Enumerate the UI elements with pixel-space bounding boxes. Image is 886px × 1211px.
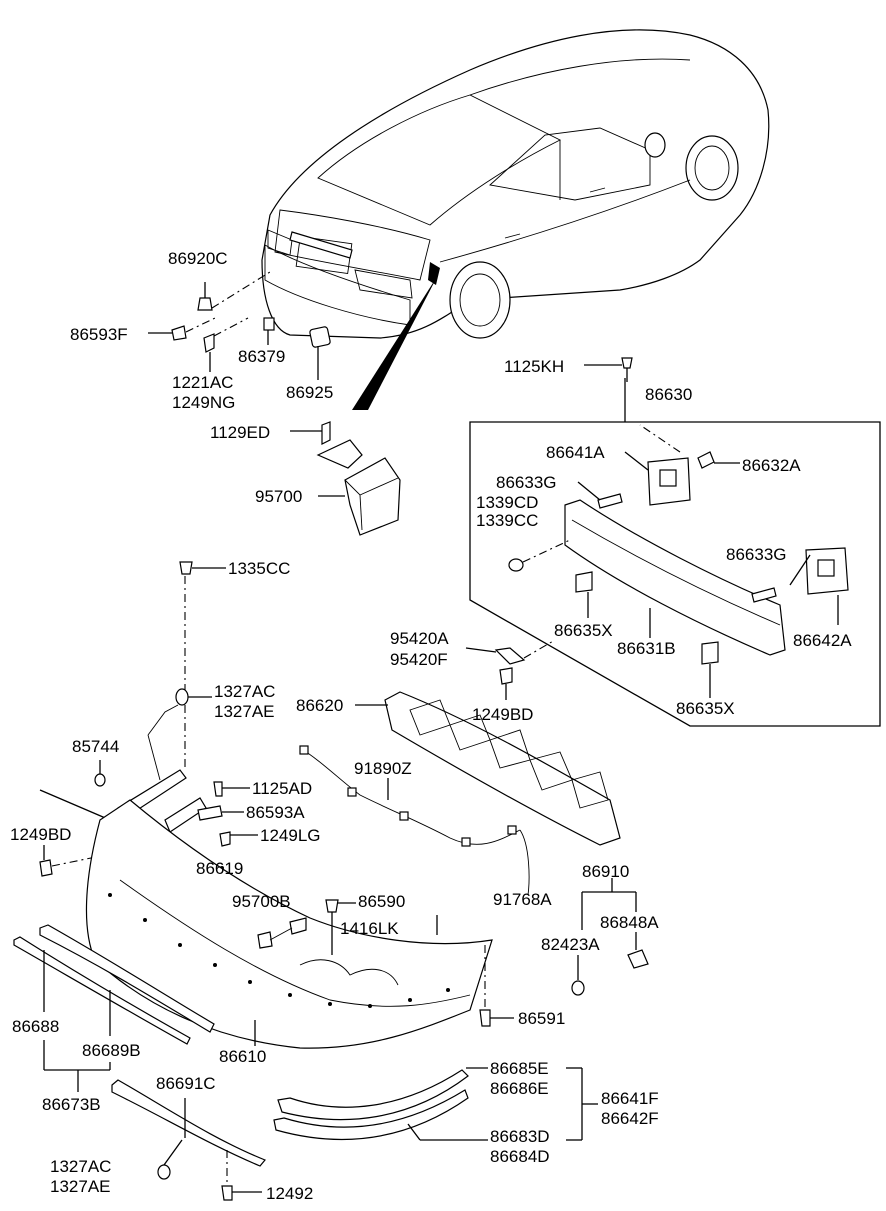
module-95700 (290, 421, 401, 536)
label-86591: 86591 (518, 1009, 565, 1028)
label-86619: 86619 (196, 859, 243, 878)
label-86920C: 86920C (168, 249, 228, 268)
label-1339CC: 1339CC (476, 511, 538, 530)
label-1327AC-top: 1327AC (214, 682, 275, 701)
label-86691C: 86691C (156, 1074, 216, 1093)
label-1327AE-bottom: 1327AE (50, 1177, 111, 1196)
label-12492: 12492 (266, 1184, 313, 1203)
label-91890Z: 91890Z (354, 759, 412, 778)
label-86683D: 86683D (490, 1127, 550, 1146)
label-86910: 86910 (582, 862, 629, 881)
reinforcement-group (469, 357, 881, 727)
tow-hook-cover-group (571, 878, 649, 996)
label-86590: 86590 (358, 892, 405, 911)
license-plate-fittings (148, 271, 331, 380)
label-1249BD-left: 1249BD (10, 825, 71, 844)
label-86686E: 86686E (490, 1079, 549, 1098)
label-86689B: 86689B (82, 1041, 141, 1060)
callout-labels: 86920C 86593F 86379 1221AC 1249NG 86925 … (10, 249, 852, 1203)
bumper-strips (13, 924, 215, 1092)
label-95420F: 95420F (390, 650, 448, 669)
label-1129ED: 1129ED (210, 423, 270, 442)
label-85744: 85744 (72, 737, 119, 756)
label-95420A: 95420A (390, 629, 449, 648)
label-86632A: 86632A (742, 456, 801, 475)
label-86379: 86379 (238, 347, 285, 366)
energy-absorber (355, 691, 621, 846)
label-1249BD-right: 1249BD (472, 705, 533, 724)
label-1249LG: 1249LG (260, 826, 321, 845)
label-86610: 86610 (219, 1047, 266, 1066)
label-86633G-right: 86633G (726, 545, 787, 564)
label-91768A: 91768A (493, 890, 552, 909)
label-86620: 86620 (296, 696, 343, 715)
vehicle-illustration (261, 29, 770, 410)
label-86635X-bottom: 86635X (676, 699, 735, 718)
label-1339CD: 1339CD (476, 493, 538, 512)
lower-bracket (111, 1079, 266, 1201)
label-1416LK: 1416LK (340, 919, 399, 938)
label-1249NG: 1249NG (172, 393, 235, 412)
label-86593A: 86593A (246, 803, 305, 822)
label-86631B: 86631B (617, 639, 676, 658)
label-86642F: 86642F (601, 1109, 659, 1128)
label-82423A: 82423A (541, 935, 600, 954)
bumper-cover (85, 799, 514, 1049)
label-86593F: 86593F (70, 325, 128, 344)
label-86635X-mid: 86635X (554, 621, 613, 640)
label-86925: 86925 (286, 383, 333, 402)
label-95700: 95700 (255, 487, 302, 506)
upper-fasteners (175, 561, 226, 770)
label-1327AE-top: 1327AE (214, 702, 275, 721)
label-86673B: 86673B (42, 1095, 101, 1114)
wiring-harness (299, 745, 530, 896)
label-86848A: 86848A (600, 913, 659, 932)
sensor-bracket (465, 639, 556, 700)
label-1335CC: 1335CC (228, 559, 290, 578)
label-86641A: 86641A (546, 443, 605, 462)
bumper-dots (108, 893, 450, 1008)
label-86633G-top: 86633G (496, 473, 557, 492)
label-1327AC-bottom: 1327AC (50, 1157, 111, 1176)
moldings (273, 1067, 598, 1141)
label-1221AC: 1221AC (172, 373, 233, 392)
label-95700B: 95700B (232, 892, 291, 911)
label-86641F: 86641F (601, 1089, 659, 1108)
label-1125KH: 1125KH (504, 357, 564, 376)
label-86630: 86630 (645, 385, 692, 404)
label-86685E: 86685E (490, 1059, 549, 1078)
label-86642A: 86642A (793, 631, 852, 650)
label-1125AD: 1125AD (252, 779, 312, 798)
label-86684D: 86684D (490, 1147, 550, 1166)
label-86688: 86688 (12, 1017, 59, 1036)
